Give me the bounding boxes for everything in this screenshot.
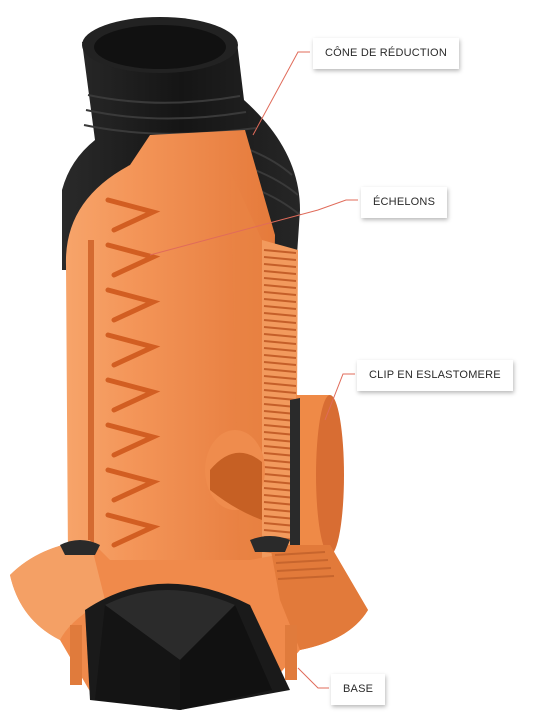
- callout-rungs: ÉCHELONS: [361, 187, 447, 218]
- callout-elastomer-clip: CLIP EN ESLASTOMERE: [357, 360, 513, 391]
- shaft-body-shape: [66, 130, 298, 560]
- callout-reduction-cone: CÔNE DE RÉDUCTION: [313, 38, 459, 69]
- leader-base: [298, 668, 329, 688]
- callout-base: BASE: [331, 674, 385, 705]
